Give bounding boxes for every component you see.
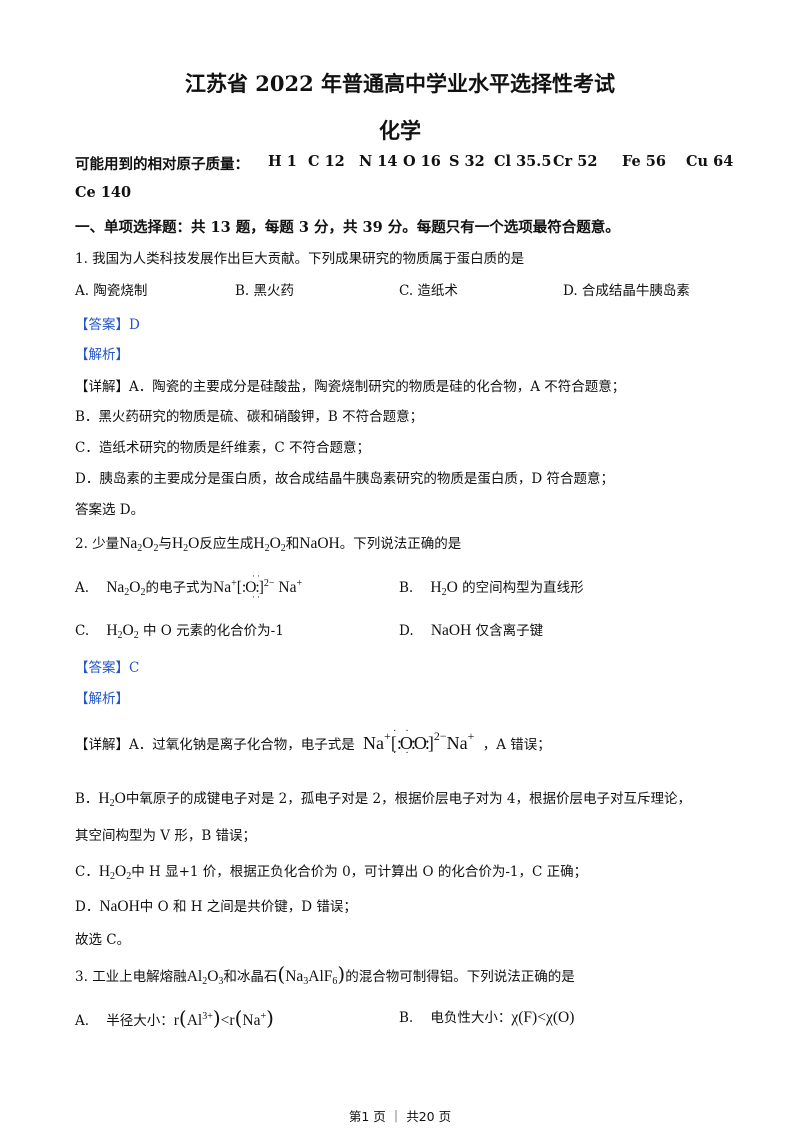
formula-al2o3: Al2O3 <box>186 968 224 987</box>
option-b: B. 黑火药 <box>235 283 295 299</box>
conclusion-line: 故选 C。 <box>75 932 131 948</box>
mass-item: Cu 64 <box>686 153 734 170</box>
detail-line: C．H2O2中 H 显+1 价，根据正负化合价为 0，可计算出 O 的化合价为-… <box>75 863 588 882</box>
question-stem: 3. 工业上电解熔融Al2O3和冰晶石(Na3AlF6)的混合物可制得铝。下列说… <box>75 962 575 987</box>
section-heading: 一、单项选择题：共 13 题，每题 3 分，共 39 分。每题只有一个选项最符合… <box>75 219 620 236</box>
page-title: 江苏省 2022 年普通高中学业水平选择性考试 <box>184 71 616 96</box>
electron-formula-wrong: Na+[:O:]2− Na+···· <box>213 571 303 602</box>
analysis-label: 【解析】 <box>75 691 129 707</box>
formula-h2o: H2O <box>430 579 458 598</box>
analysis-label: 【解析】 <box>75 347 129 363</box>
electronegativity-comparison: χ(F)<χ(O) <box>511 1009 575 1026</box>
formula-na3alf6: Na3AlF6 <box>285 968 338 987</box>
option-a: A. Na2O2的电子式为Na+[:O:]2− Na+···· <box>75 571 303 602</box>
option-d: D. 合成结晶牛胰岛素 <box>563 283 690 299</box>
mass-item: N 14 <box>359 153 398 170</box>
mass-item: Fe 56 <box>622 153 666 170</box>
page-footer: 第1 页 ｜ 共20 页 <box>348 1109 452 1124</box>
detail-line: B．黑火药研究的物质是硫、碳和硝酸钾，B 不符合题意； <box>75 409 424 425</box>
mass-item: S 32 <box>449 153 485 170</box>
formula-na2o2: Na2O2 <box>119 535 159 554</box>
detail-line: D．胰岛素的主要成分是蛋白质，故合成结晶牛胰岛素研究的物质是蛋白质，D 符合题意… <box>75 471 614 487</box>
mass-item: C 12 <box>308 153 345 170</box>
subject-title: 化学 <box>379 118 421 143</box>
mass-item: Cr 52 <box>553 153 598 170</box>
detail-line: C．造纸术研究的物质是纤维素，C 不符合题意； <box>75 440 370 456</box>
answer-label: 【答案】D <box>75 317 140 333</box>
mass-item: H 1 <box>268 153 297 170</box>
detail-line: 【详解】A．过氧化钠是离子化合物，电子式是 Na+[:O:O:]2−Na+···… <box>75 726 551 759</box>
detail-line: 其空间构型为 V 形，B 错误； <box>75 828 257 844</box>
formula-na2o2: Na2O2 <box>106 579 146 598</box>
formula-h2o: H2O <box>171 535 200 554</box>
detail-line: D．NaOH中 O 和 H 之间是共价键，D 错误； <box>75 898 357 915</box>
detail-line: 答案选 D。 <box>75 502 145 518</box>
question-stem: 1. 我国为人类科技发展作出巨大贡献。下列成果研究的物质属于蛋白质的是 <box>75 251 525 267</box>
answer-label: 【答案】C <box>75 660 140 676</box>
option-c: C. 造纸术 <box>399 283 458 299</box>
question-stem: 2. 少量Na2O2与H2O反应生成H2O2和NaOH。下列说法正确的是 <box>75 535 462 554</box>
mass-item: O 16 <box>403 153 441 170</box>
option-b: B. 电负性大小：χ(F)<χ(O) <box>399 1009 575 1026</box>
mass-item: Ce 140 <box>75 184 132 201</box>
radius-comparison: r(Al3+)<r(Na+) <box>173 1006 274 1030</box>
option-c: C. H2O2 中 O 元素的化合价为-1 <box>75 622 284 641</box>
formula-h2o2: H2O2 <box>253 535 286 554</box>
electron-formula-na2o2: Na+[:O:O:]2−Na+···· <box>363 726 475 759</box>
mass-item: Cl 35.5 <box>494 153 552 170</box>
option-a: A. 陶瓷烧制 <box>75 283 148 299</box>
dots-icon: ·· <box>393 748 418 759</box>
dots-icon: ·· <box>252 592 262 602</box>
detail-line: 【详解】A．陶瓷的主要成分是硅酸盐，陶瓷烧制研究的物质是硅的化合物，A 不符合题… <box>75 379 626 395</box>
formula-h2o2: H2O2 <box>98 863 132 882</box>
formula-h2o2: H2O2 <box>106 622 139 641</box>
option-a: A. 半径大小：r(Al3+)<r(Na+) <box>75 1006 274 1030</box>
formula-h2o: H2O <box>98 790 126 809</box>
formula-naoh: NaOH <box>299 535 340 552</box>
atomic-mass-label: 可能用到的相对原子质量： <box>75 156 249 173</box>
dots-icon: ·· <box>393 726 418 737</box>
dots-icon: ·· <box>252 571 262 581</box>
option-b: B. H2O 的空间构型为直线形 <box>399 579 584 598</box>
detail-line: B．H2O中氧原子的成键电子对是 2，孤电子对是 2，根据价层电子对为 4，根据… <box>75 790 691 809</box>
formula-naoh: NaOH <box>430 622 472 639</box>
formula-naoh: NaOH <box>99 898 140 915</box>
option-d: D. NaOH 仅含离子键 <box>399 622 544 639</box>
